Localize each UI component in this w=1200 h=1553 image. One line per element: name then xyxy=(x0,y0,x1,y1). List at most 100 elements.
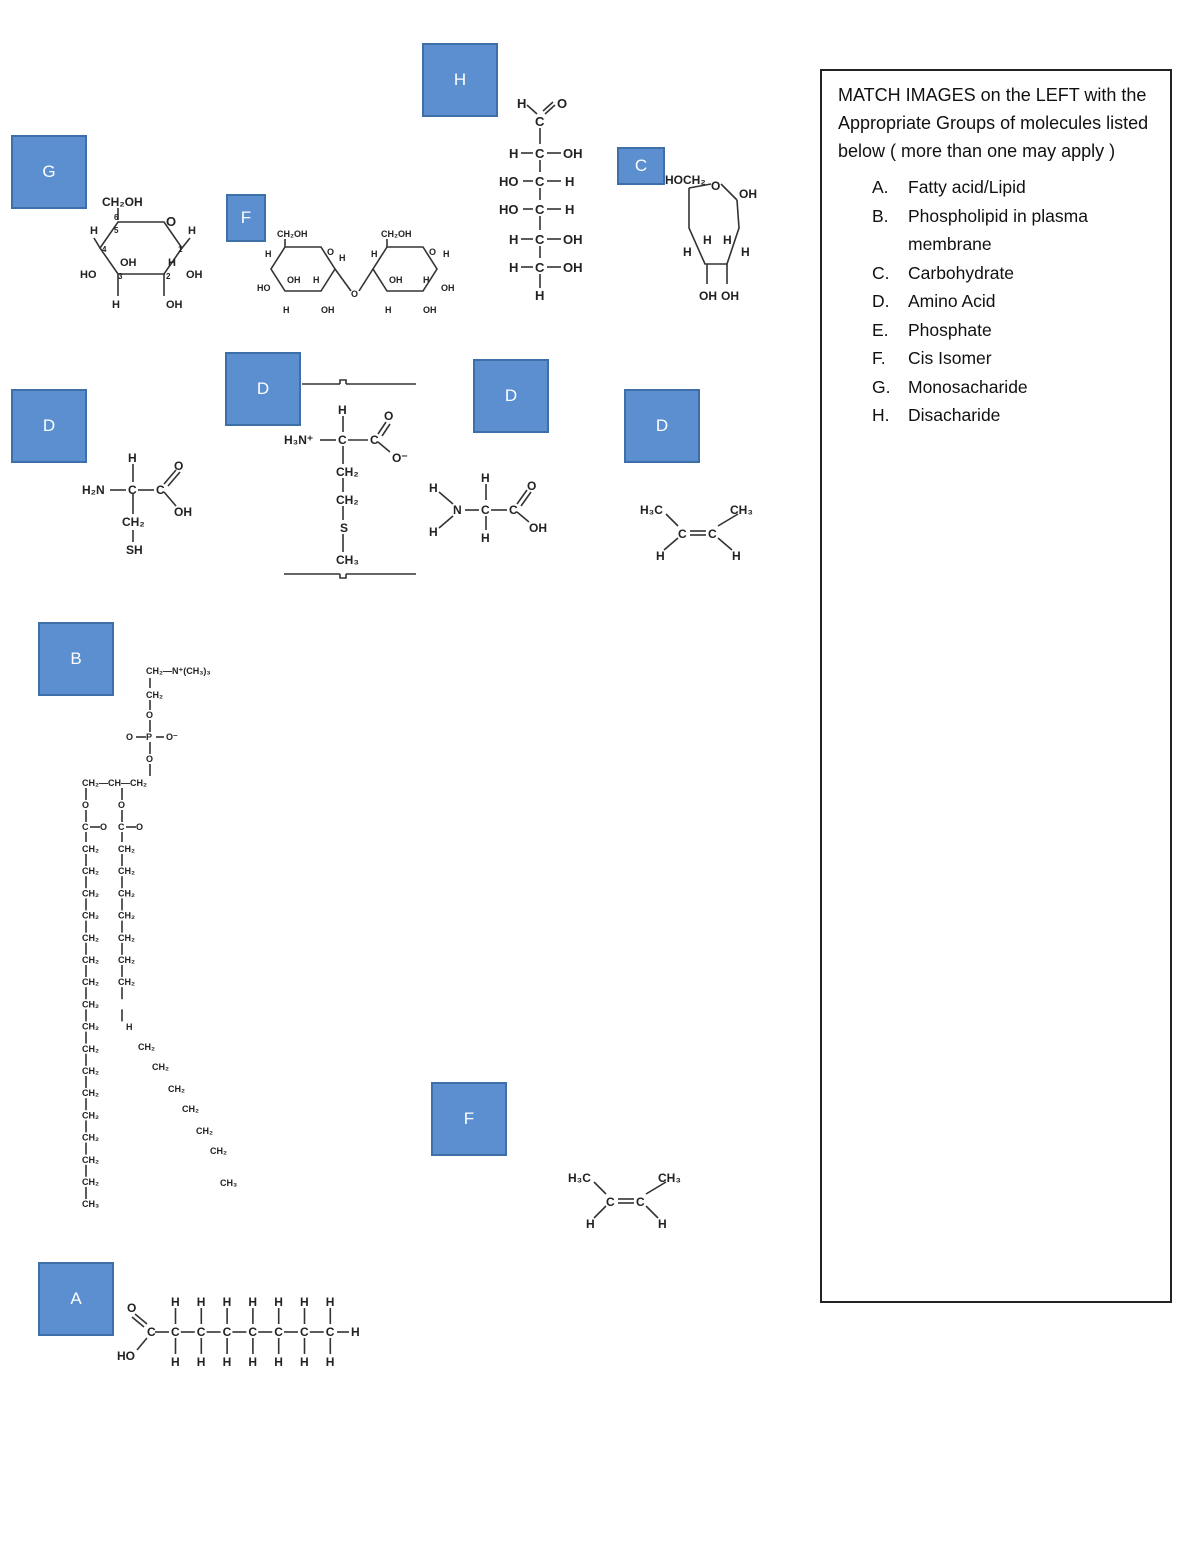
svg-text:OH: OH xyxy=(529,521,547,535)
svg-text:H₃N⁺: H₃N⁺ xyxy=(284,433,313,447)
tail-atom: CH₃ xyxy=(220,1178,237,1188)
svg-text:5: 5 xyxy=(114,226,119,235)
tag-d-methionine: D xyxy=(225,352,301,426)
svg-text:CH₃: CH₃ xyxy=(658,1171,681,1185)
svg-text:O: O xyxy=(82,800,89,810)
tail-atom: CH₂ xyxy=(82,1177,99,1187)
svg-text:H: H xyxy=(188,225,196,237)
tail-atom: CH₂ xyxy=(82,977,99,987)
svg-text:C: C xyxy=(481,503,490,517)
svg-text:CH₂OH: CH₂OH xyxy=(102,195,143,209)
svg-text:H: H xyxy=(509,260,518,275)
svg-text:C: C xyxy=(636,1195,645,1209)
svg-text:OH: OH xyxy=(699,289,717,303)
tail-atom: CH₂ xyxy=(82,1110,99,1120)
svg-text:OH: OH xyxy=(120,257,137,269)
svg-text:HO: HO xyxy=(80,269,97,281)
option-item: C.Carbohydrate xyxy=(872,262,1015,283)
svg-text:C: C xyxy=(535,174,545,189)
svg-text:H: H xyxy=(168,257,176,269)
chain-atom: H xyxy=(223,1355,232,1369)
tail-atom: CH₂ xyxy=(118,911,135,921)
svg-text:H: H xyxy=(509,232,518,247)
svg-text:6: 6 xyxy=(114,213,119,222)
chain-atom: C xyxy=(300,1325,309,1339)
svg-text:OH: OH xyxy=(563,260,583,275)
svg-text:H: H xyxy=(683,245,692,259)
svg-text:H: H xyxy=(565,202,574,217)
svg-text:C: C xyxy=(535,260,545,275)
svg-text:H: H xyxy=(658,1217,667,1231)
svg-text:CH₂: CH₂ xyxy=(146,690,163,700)
svg-text:O: O xyxy=(527,479,536,493)
svg-text:H: H xyxy=(509,146,518,161)
tail-atom: CH₂ xyxy=(118,844,135,854)
tail-atom: CH₂ xyxy=(82,1155,99,1165)
option-item: H.Disacharide xyxy=(872,405,1001,425)
svg-text:C: C xyxy=(678,527,687,541)
option-item: B.Phospholipid in plasma membrane xyxy=(872,205,1088,255)
svg-text:C: C xyxy=(535,146,545,161)
svg-text:OH: OH xyxy=(423,305,437,315)
svg-text:H: H xyxy=(732,549,741,563)
tail-atom: CH₂ xyxy=(210,1146,227,1156)
svg-text:H: H xyxy=(656,549,665,563)
chain-atom: H xyxy=(171,1355,180,1369)
svg-text:C: C xyxy=(338,433,347,447)
chain-atom: H xyxy=(248,1295,257,1309)
tail-atom: CH₂ xyxy=(138,1042,155,1052)
svg-text:CH₂OH: CH₂OH xyxy=(381,229,412,239)
svg-text:H: H xyxy=(423,275,430,285)
chain-atom: C xyxy=(223,1325,232,1339)
svg-text:H: H xyxy=(313,275,320,285)
svg-text:H: H xyxy=(128,451,137,465)
instructions-intro: MATCH IMAGES on the LEFT with the Approp… xyxy=(838,85,1149,161)
chain-atom: C xyxy=(274,1325,283,1339)
chain-atom: H xyxy=(351,1325,360,1339)
option-item: E.Phosphate xyxy=(872,319,992,340)
svg-text:H: H xyxy=(112,299,120,311)
svg-text:HOCH₂: HOCH₂ xyxy=(665,173,706,187)
chain-atom: H xyxy=(274,1355,283,1369)
svg-text:OH: OH xyxy=(174,505,192,519)
chain-atom: H xyxy=(300,1295,309,1309)
tail-atom: CH₂ xyxy=(82,888,99,898)
tail-atom: CH₂ xyxy=(82,1066,99,1076)
svg-text:CH₃: CH₃ xyxy=(730,503,753,517)
chain-atom: H xyxy=(300,1355,309,1369)
svg-text:H: H xyxy=(535,288,544,303)
tag-d-butene: D xyxy=(624,389,700,463)
svg-text:OH: OH xyxy=(739,187,757,201)
tail-atom: CH₂ xyxy=(168,1084,185,1094)
tag-h: H xyxy=(422,43,498,117)
svg-text:CH₂—CH—CH₂: CH₂—CH—CH₂ xyxy=(82,778,147,788)
svg-text:C: C xyxy=(509,503,518,517)
svg-text:H: H xyxy=(481,531,490,545)
svg-text:H: H xyxy=(429,525,438,539)
tag-d-glycine: D xyxy=(473,359,549,433)
tag-f-top: F xyxy=(226,194,266,242)
phospholipid-structure: CH₂—N⁺(CH₃)₃ CH₂ O O P O⁻ O CH₂—CH—CH₂ O… xyxy=(82,666,237,1209)
tag-b: B xyxy=(38,622,114,696)
svg-text:H: H xyxy=(338,403,347,417)
svg-text:CH₂: CH₂ xyxy=(336,465,359,479)
svg-text:H: H xyxy=(283,305,290,315)
svg-text:O: O xyxy=(384,409,393,423)
svg-text:H₃C: H₃C xyxy=(568,1171,591,1185)
svg-text:H: H xyxy=(565,174,574,189)
svg-text:H₃C: H₃C xyxy=(640,503,663,517)
chain-atom: C xyxy=(171,1325,180,1339)
glucose-ring-structure: CH₂OH O 6 5 4 3 2 1 H H HO OH OH H H OH xyxy=(80,195,203,311)
svg-text:CH₂: CH₂ xyxy=(336,493,359,507)
option-item: A.Fatty acid/Lipid xyxy=(872,177,1026,197)
svg-text:2: 2 xyxy=(166,272,171,281)
tail-atom: CH₂ xyxy=(118,866,135,876)
tag-a: A xyxy=(38,1262,114,1336)
cis-butene-structure-bottom: H₃C CH₃ C C H H xyxy=(568,1171,681,1231)
svg-text:OH: OH xyxy=(441,283,455,293)
svg-text:SH: SH xyxy=(126,543,143,557)
tail-atom: CH₂ xyxy=(82,866,99,876)
svg-text:O: O xyxy=(351,289,358,299)
